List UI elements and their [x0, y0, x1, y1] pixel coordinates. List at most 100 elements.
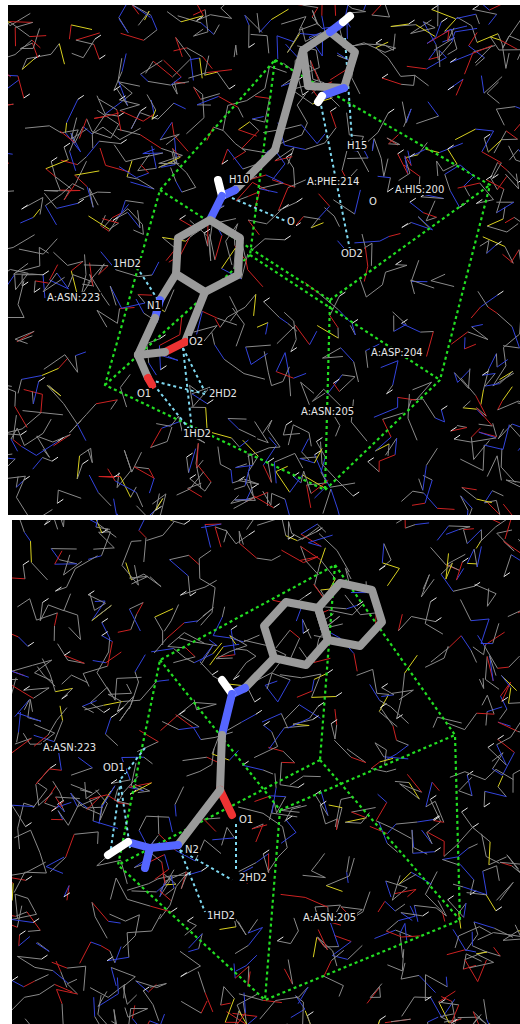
bond-line	[318, 930, 327, 950]
bond-line	[271, 795, 286, 797]
bond-line	[264, 302, 280, 318]
bond-line	[302, 619, 304, 633]
bond-line	[486, 501, 500, 515]
bond-line	[294, 168, 295, 187]
bond-line	[288, 323, 297, 331]
bond-line	[24, 390, 43, 395]
bond-line	[15, 40, 32, 55]
bond-line	[302, 439, 309, 452]
hydrogen-line	[64, 651, 70, 655]
bond-line	[423, 465, 427, 490]
bond-line	[187, 921, 196, 926]
bond-line	[281, 806, 301, 811]
bond-line	[335, 478, 353, 496]
bond-line	[505, 217, 514, 222]
bond-line	[132, 5, 151, 15]
bond-line	[291, 340, 296, 352]
bond-line	[47, 385, 63, 403]
hydrogen-line	[51, 157, 57, 161]
bond-line	[336, 426, 340, 437]
hydrogen-line	[181, 973, 187, 977]
bond-line	[118, 212, 128, 217]
bond-line	[283, 5, 302, 6]
bond-line	[345, 568, 351, 579]
bond-line	[108, 694, 121, 701]
bond-line	[232, 308, 244, 324]
bond-line	[167, 623, 185, 639]
bond-line	[22, 59, 34, 69]
bond-line	[274, 462, 276, 483]
hydrogen-line	[43, 271, 49, 275]
bond-line	[150, 984, 167, 988]
bond-line	[448, 49, 457, 55]
bond-line	[310, 331, 317, 345]
bond-line	[68, 275, 73, 287]
bond-line	[176, 702, 194, 716]
hydrogen-line	[207, 400, 213, 404]
bond-line	[97, 96, 105, 115]
bond-line	[481, 76, 484, 94]
hydrogen-line	[488, 743, 494, 747]
bond-line	[459, 791, 472, 796]
bond-line	[174, 103, 186, 109]
bond-line	[129, 609, 140, 631]
bond-line	[8, 16, 10, 23]
bond-line	[24, 433, 43, 445]
bond-line	[443, 164, 457, 171]
bond-line	[137, 173, 149, 178]
bond-line	[226, 241, 232, 265]
bond-line	[431, 281, 454, 287]
bond-line	[431, 547, 446, 565]
bond-line	[247, 650, 256, 656]
bond-line	[500, 371, 513, 383]
bond-line	[457, 17, 471, 25]
bond-line	[92, 127, 103, 134]
bond-line	[53, 781, 60, 792]
bond-line	[215, 527, 221, 547]
bond-line	[479, 424, 493, 426]
hydrogen-line	[497, 291, 503, 295]
bond-line	[473, 46, 493, 54]
bond-line	[144, 1021, 150, 1024]
bond-line	[43, 277, 65, 292]
bond-line	[455, 129, 475, 140]
bond-line	[228, 418, 247, 420]
bond-line	[449, 525, 471, 527]
bond-line	[283, 425, 286, 435]
bond-line	[410, 202, 423, 212]
bond-line	[194, 5, 204, 16]
bond-line	[57, 203, 78, 208]
bond-line	[485, 632, 504, 645]
bond-line	[143, 991, 153, 1005]
bond-line	[335, 709, 337, 725]
bond-line	[234, 497, 254, 508]
bond-line	[485, 769, 496, 779]
hydrogen-line	[286, 421, 292, 425]
bond-line	[123, 936, 136, 949]
bond-line	[181, 16, 203, 22]
hydrogen-line	[184, 520, 190, 524]
bond-line	[239, 531, 243, 544]
bond-line	[453, 884, 463, 887]
hydrogen-line	[12, 977, 18, 981]
bond-line	[281, 17, 306, 25]
hydrogen-line	[432, 6, 438, 10]
bond-line	[300, 459, 315, 463]
bond-line	[36, 943, 49, 951]
bond-line	[35, 975, 49, 982]
bond-line	[248, 928, 262, 946]
bond-line	[248, 270, 263, 287]
hydrogen-line	[201, 867, 207, 871]
bond-line	[180, 587, 205, 595]
bond-line	[89, 188, 98, 205]
bond-line	[17, 732, 19, 742]
bond-line	[189, 555, 199, 564]
bond-line	[99, 141, 121, 143]
bond-line	[132, 5, 151, 17]
hydrogen-line	[482, 371, 488, 375]
bond-line	[294, 373, 307, 378]
bond-line	[468, 332, 488, 340]
bond-line	[485, 679, 499, 689]
bond-line	[30, 700, 32, 712]
